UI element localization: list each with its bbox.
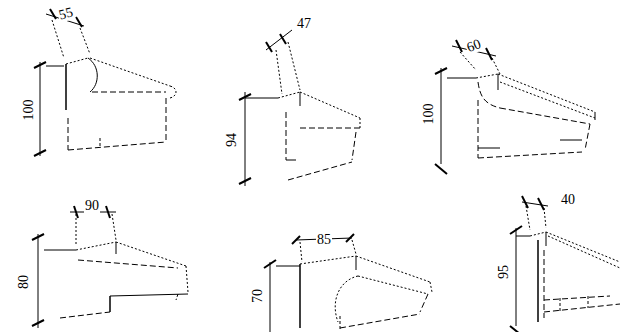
profile-6 bbox=[510, 196, 620, 332]
profile-3 bbox=[435, 40, 595, 174]
profile-4 bbox=[32, 206, 188, 328]
dimension-label: 100 bbox=[421, 103, 435, 126]
profile-5 bbox=[264, 234, 432, 332]
dimension-label: 95 bbox=[497, 264, 511, 280]
dimension-label: 94 bbox=[225, 132, 239, 148]
profile-1 bbox=[34, 9, 176, 156]
dimension-label: 90 bbox=[84, 199, 100, 213]
dimension-label: 70 bbox=[251, 288, 265, 304]
profile-2 bbox=[239, 30, 360, 186]
dimension-label: 40 bbox=[560, 193, 576, 207]
dimension-label: 55 bbox=[56, 5, 75, 23]
dimension-label: 100 bbox=[21, 99, 35, 122]
dimension-label: 47 bbox=[296, 17, 312, 31]
dimension-label: 80 bbox=[17, 274, 31, 290]
dimension-label: 85 bbox=[316, 233, 332, 247]
